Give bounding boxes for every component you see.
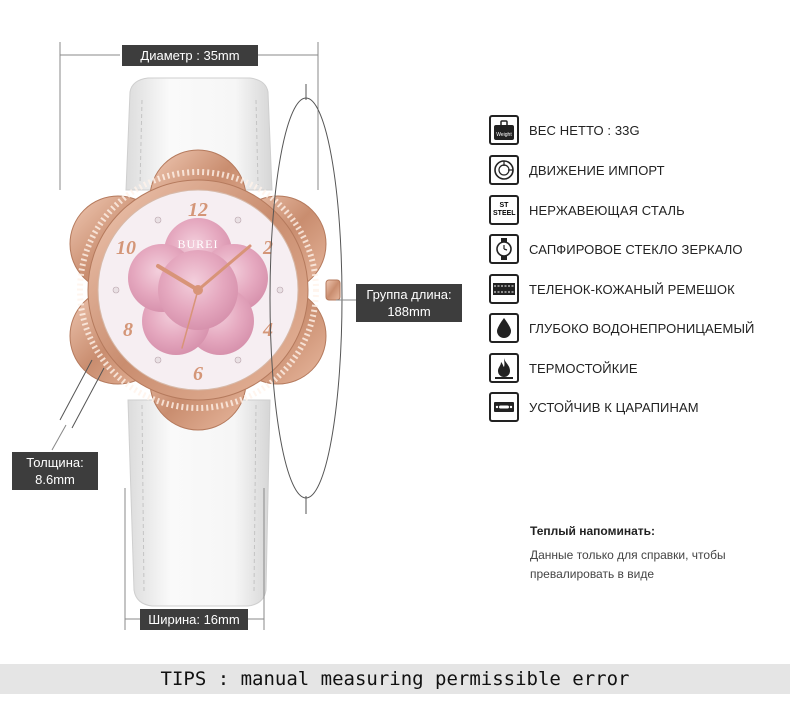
note-body: Данные только для справки, чтобы превали… — [530, 548, 726, 581]
length-label-value: 188mm — [387, 304, 431, 319]
numeral-12: 12 — [188, 199, 208, 221]
feature-movement-label: ДВИЖЕНИЕ ИМПОРТ — [529, 162, 665, 178]
feature-weight: Weight ВЕС НЕТТО : 33G — [489, 114, 640, 146]
feature-sapphire-label: САПФИРОВОЕ СТЕКЛО ЗЕРКАЛО — [529, 241, 743, 257]
tips-text: TIPS : manual measuring permissible erro… — [160, 668, 630, 690]
numeral-2: 2 — [262, 237, 273, 259]
steel-icon-text: ST STEEL — [493, 202, 516, 217]
thickness-label-title: Толщина: — [26, 455, 84, 470]
length-label-title: Группа длина: — [366, 287, 452, 302]
feature-movement: ДВИЖЕНИЕ ИМПОРТ — [489, 154, 665, 186]
watch-glass-icon — [489, 234, 519, 264]
feature-heat-resistant-label: ТЕРМОСТОЙКИЕ — [529, 360, 638, 376]
feature-strap: ТЕЛЕНОК-КОЖАНЫЙ РЕМЕШОК — [489, 273, 735, 305]
blade-icon — [489, 392, 519, 422]
lower-strap — [127, 399, 271, 607]
flame-icon — [489, 353, 519, 383]
numeral-10: 10 — [116, 237, 136, 259]
water-drop-icon — [489, 313, 519, 343]
diameter-label: Диаметр : 35mm — [122, 45, 258, 66]
length-label: Группа длина: 188mm — [356, 284, 462, 322]
numeral-6: 6 — [193, 363, 203, 385]
weight-icon: Weight — [489, 115, 519, 145]
upper-strap-stitching — [139, 99, 259, 186]
feature-steel-label: НЕРЖАВЕЮЩАЯ СТАЛЬ — [529, 202, 685, 218]
lower-strap-stitching — [141, 404, 257, 593]
numeral-4: 4 — [262, 319, 273, 341]
feature-scratch-resistant: УСТОЙЧИВ К ЦАРАПИНАМ — [489, 391, 699, 423]
mother-of-pearl-center — [128, 218, 268, 355]
feature-weight-label: ВЕС НЕТТО : 33G — [529, 122, 640, 138]
feature-sapphire: САПФИРОВОЕ СТЕКЛО ЗЕРКАЛО — [489, 233, 743, 265]
note-title: Теплый напоминать: — [530, 524, 656, 538]
movement-icon — [489, 155, 519, 185]
steel-icon: ST STEEL — [489, 195, 519, 225]
feature-scratch-resistant-label: УСТОЙЧИВ К ЦАРАПИНАМ — [529, 399, 699, 415]
tips-bar: TIPS : manual measuring permissible erro… — [0, 664, 790, 694]
strap-icon — [489, 274, 519, 304]
feature-waterproof: ГЛУБОКО ВОДОНЕПРОНИЦАЕМЫЙ — [489, 312, 755, 344]
feature-waterproof-label: ГЛУБОКО ВОДОНЕПРОНИЦАЕМЫЙ — [529, 320, 755, 336]
watch-case: 12 2 4 6 8 10 BURЕI — [69, 149, 341, 431]
width-label: Ширина: 16mm — [140, 609, 248, 630]
thickness-label: Толщина: 8.6mm — [12, 452, 98, 490]
feature-strap-label: ТЕЛЕНОК-КОЖАНЫЙ РЕМЕШОК — [529, 281, 735, 297]
upper-strap — [125, 77, 273, 191]
thickness-label-value: 8.6mm — [35, 472, 75, 487]
watch-illustration: 12 2 4 6 8 10 BURЕI — [51, 42, 356, 630]
feature-heat-resistant: ТЕРМОСТОЙКИЕ — [489, 352, 638, 384]
numeral-8: 8 — [123, 319, 133, 341]
brand-logo: BURЕI — [178, 237, 219, 251]
feature-steel: ST STEEL НЕРЖАВЕЮЩАЯ СТАЛЬ — [489, 194, 685, 226]
weight-icon-text: Weight — [496, 132, 512, 138]
